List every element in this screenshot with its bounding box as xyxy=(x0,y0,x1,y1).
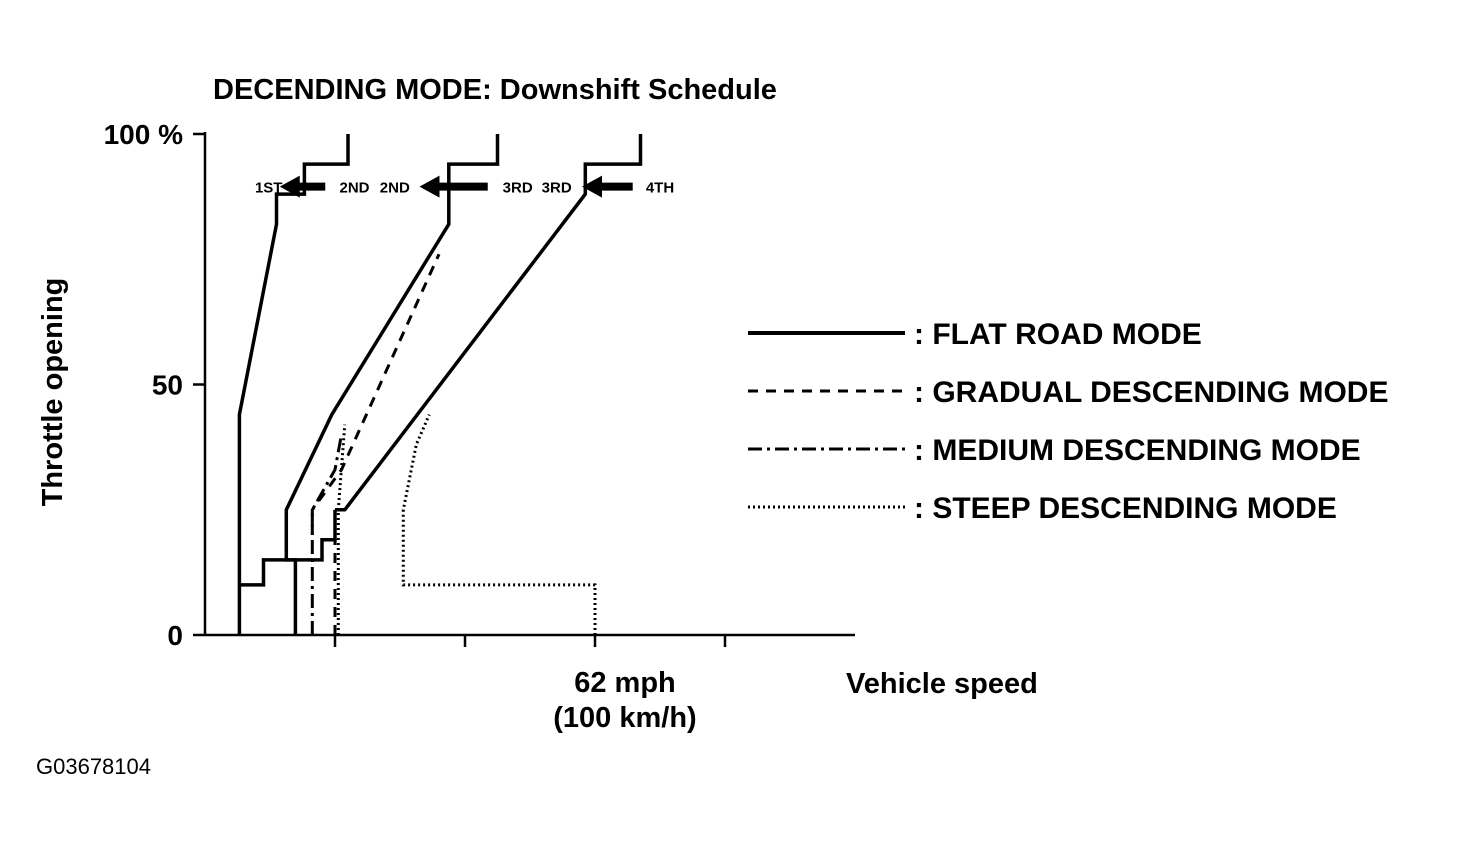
gear-label-0: 1ST xyxy=(255,180,283,197)
gear-label-3: 3RD xyxy=(503,180,533,197)
plot-area: 0 50 100 % 62 mph(100 km/h) 1ST 2ND 2ND 3RD 3R… xyxy=(104,119,855,734)
y-tick-label-1: 50 xyxy=(152,370,183,401)
legend-label-dashed: : GRADUAL DESCENDING MODE xyxy=(914,376,1388,409)
gear-label-2: 2ND xyxy=(380,180,410,197)
series-line-dashed-5 xyxy=(310,253,441,535)
shift-arrows xyxy=(279,175,633,198)
shift-arrow-head-2 xyxy=(582,175,602,198)
x-tick-sublabel-2: (100 km/h) xyxy=(553,702,696,734)
legend-label-solid: : FLAT ROAD MODE xyxy=(914,318,1202,351)
series-line-dashdot-7 xyxy=(310,434,343,635)
x-tick-label-2: 62 mph xyxy=(574,667,676,699)
y-ticks: 0 50 100 % xyxy=(104,119,205,651)
series-line-solid-1 xyxy=(239,558,296,587)
x-ticks: 62 mph(100 km/h) xyxy=(333,635,727,734)
y-tick-label-0: 0 xyxy=(167,620,183,651)
series-line-solid-2 xyxy=(284,134,500,635)
gear-labels: 1ST 2ND 2ND 3RD 3RD 4TH xyxy=(255,180,674,197)
chart-title: DECENDING MODE: Downshift Schedule xyxy=(213,74,777,106)
legend-label-dashdot: : MEDIUM DESCENDING MODE xyxy=(914,434,1361,467)
series-line-solid-0 xyxy=(237,134,350,635)
y-tick-label-2: 100 % xyxy=(104,119,183,150)
gear-label-1: 2ND xyxy=(339,180,369,197)
figure-code: G03678104 xyxy=(36,754,151,779)
shift-arrow-head-1 xyxy=(419,175,440,198)
series-line-solid-3 xyxy=(295,509,337,562)
y-axis-label: Throttle opening xyxy=(37,278,69,507)
series-layer xyxy=(237,134,643,635)
legend-label-dotted: : STEEP DESCENDING MODE xyxy=(914,492,1337,525)
gear-label-4: 3RD xyxy=(542,180,572,197)
gear-label-5: 4TH xyxy=(646,180,674,197)
x-axis-label: Vehicle speed xyxy=(846,668,1038,700)
series-line-dotted-9 xyxy=(401,414,597,635)
series-line-solid-4 xyxy=(335,134,643,512)
legend: : FLAT ROAD MODE : GRADUAL DESCENDING MOD… xyxy=(748,318,1388,525)
series-line-dotted-8 xyxy=(336,424,347,635)
shift-arrow-head-0 xyxy=(279,175,300,198)
